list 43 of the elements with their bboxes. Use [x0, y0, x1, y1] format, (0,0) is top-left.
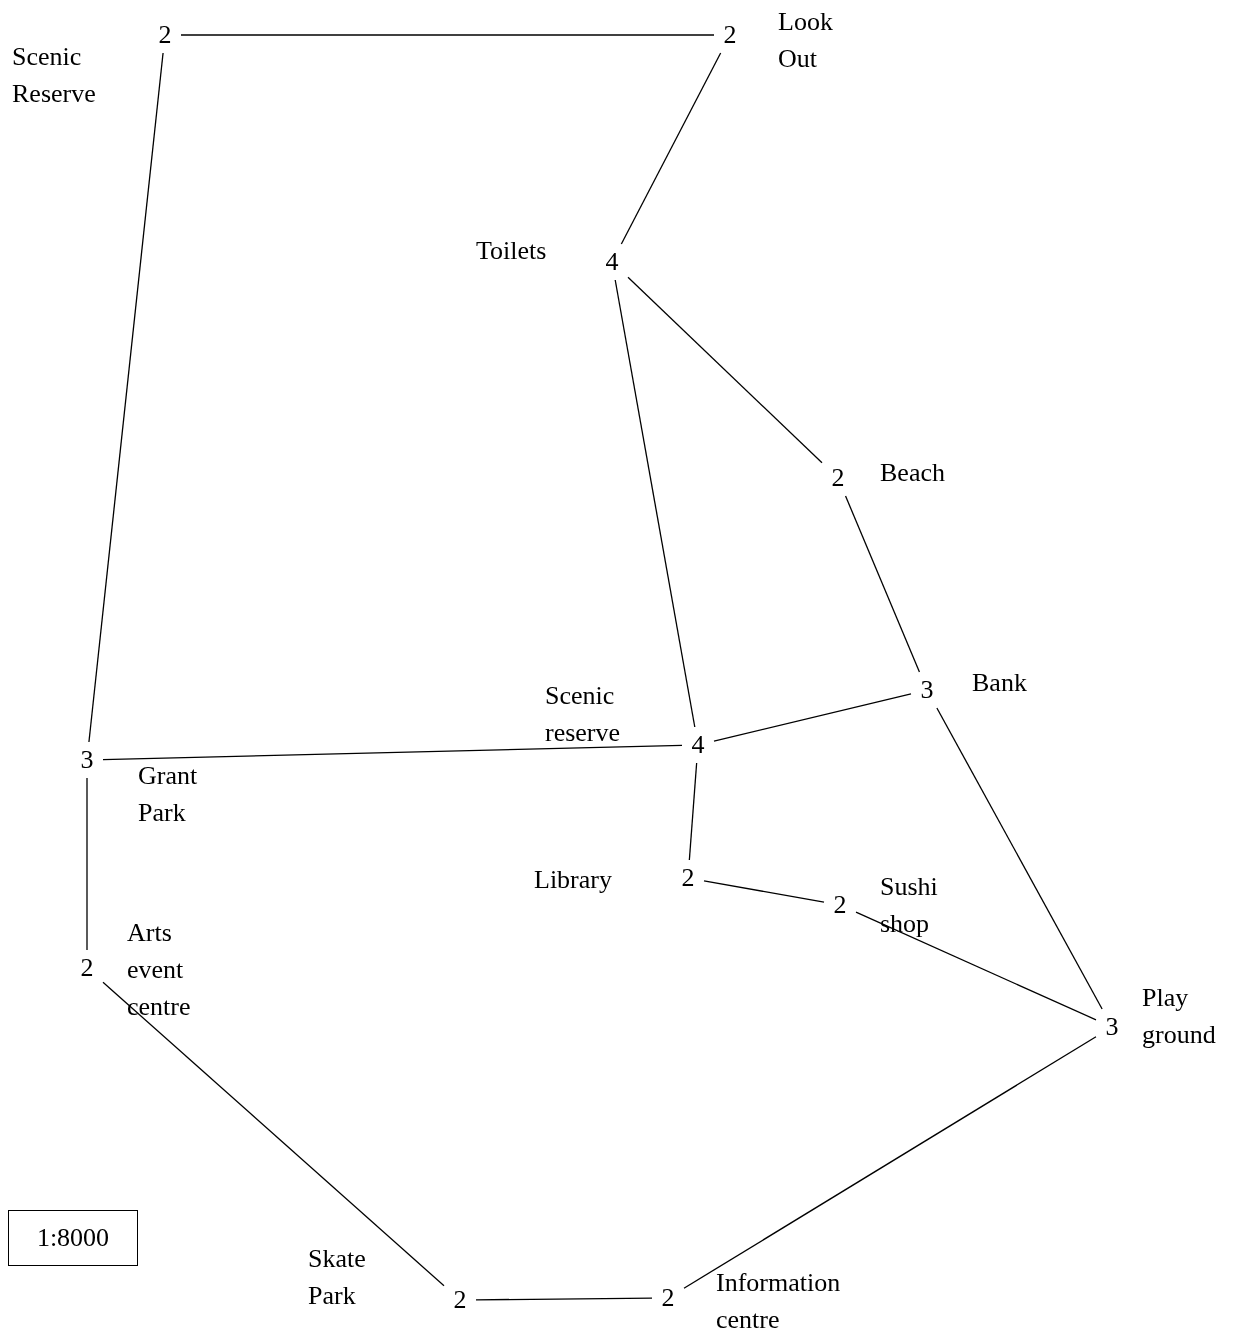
- path-line: [844, 495, 921, 673]
- path-line: [936, 707, 1103, 1010]
- path-line: [102, 981, 445, 1287]
- degree-number: 2: [723, 22, 737, 48]
- place-name: Grant Park: [138, 760, 199, 829]
- scale-label: 1:8000: [8, 1210, 138, 1266]
- path-line: [614, 279, 696, 728]
- place-name: Library: [534, 864, 613, 896]
- place-name: Play ground: [1142, 982, 1217, 1051]
- degree-number: 2: [681, 865, 695, 891]
- place-name: Beach: [880, 457, 946, 489]
- degree-number: 2: [833, 892, 847, 918]
- path-line: [688, 762, 698, 861]
- place-name: Arts event centre: [127, 917, 192, 1023]
- place-name: Toilets: [476, 235, 548, 267]
- degree-number: 3: [1105, 1014, 1119, 1040]
- path-line: [88, 52, 164, 743]
- path-line: [180, 34, 715, 36]
- degree-number: 2: [831, 465, 845, 491]
- degree-number: 4: [605, 249, 619, 275]
- path-line: [713, 693, 912, 742]
- place-name: Look Out: [778, 6, 834, 75]
- place-name: Skate Park: [308, 1243, 367, 1312]
- path-line: [475, 1297, 653, 1301]
- degree-number: 2: [80, 955, 94, 981]
- degree-number: 2: [661, 1285, 675, 1311]
- degree-number: 2: [453, 1287, 467, 1313]
- degree-number: 3: [920, 677, 934, 703]
- degree-number: 2: [158, 22, 172, 48]
- place-name: Bank: [972, 667, 1028, 699]
- place-name: Scenic Reserve: [12, 41, 97, 110]
- path-line: [683, 1036, 1097, 1289]
- place-name: Scenic reserve: [545, 680, 622, 749]
- path-line: [86, 777, 88, 951]
- place-name: Information centre: [716, 1267, 842, 1336]
- place-name: Sushi shop: [880, 871, 939, 940]
- path-line: [703, 880, 825, 903]
- degree-number: 3: [80, 747, 94, 773]
- degree-number: 4: [691, 732, 705, 758]
- path-line: [102, 744, 683, 761]
- path-line: [855, 911, 1097, 1021]
- path-line: [620, 52, 722, 245]
- path-line: [627, 276, 823, 464]
